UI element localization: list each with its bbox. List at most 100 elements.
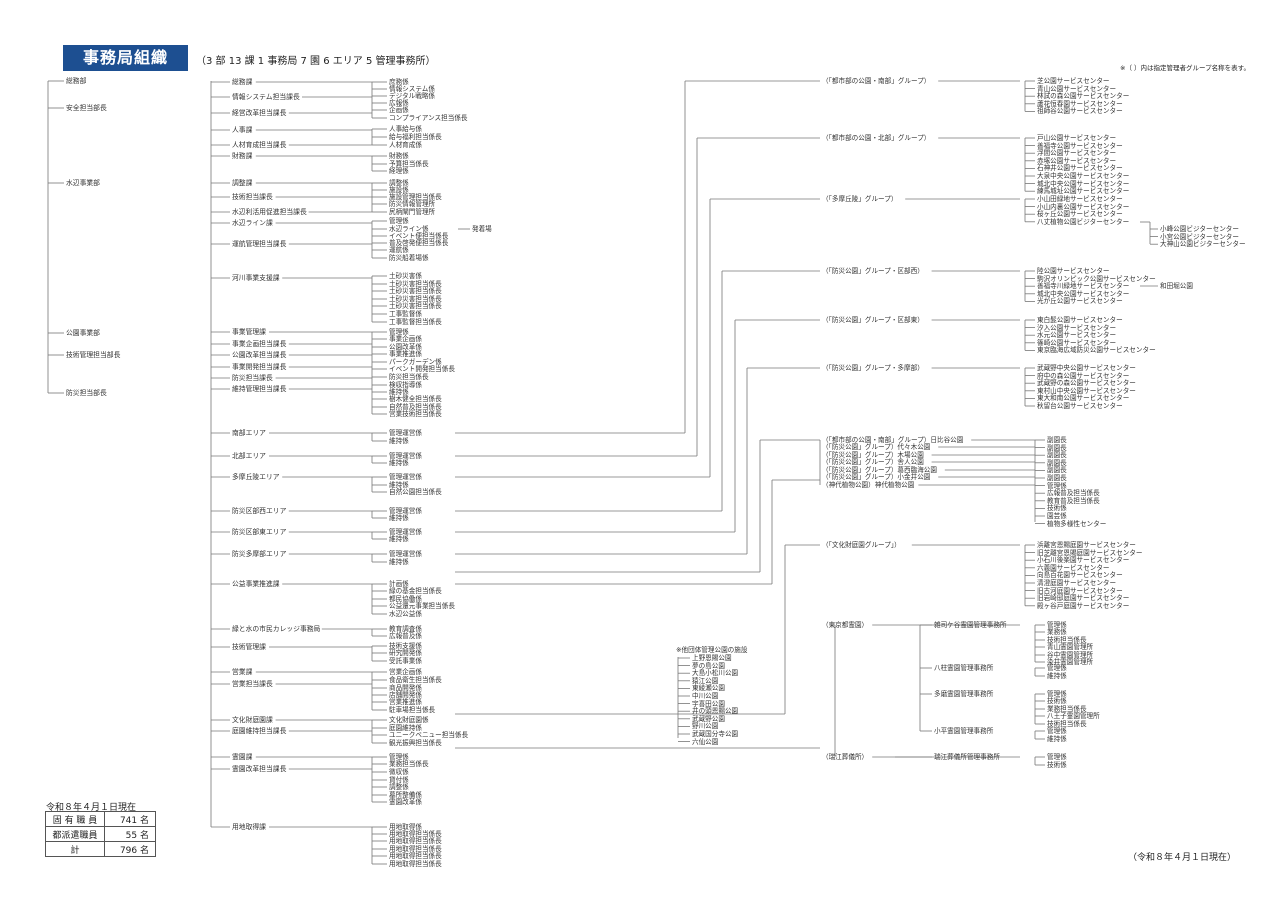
section-label: 防災担当係長 <box>389 373 429 381</box>
service-center-label: 浜離宮恩賜庭園サービスセンター <box>1037 541 1136 549</box>
service-center-label: 東大和南公園サービスセンター <box>1037 394 1130 403</box>
service-center-label: 東京臨海広域防災公園サービスセンター <box>1037 346 1156 355</box>
park-staff-label: 技術係 <box>1047 504 1067 513</box>
as-of-date: 令和８年４月１日現在 <box>46 803 137 813</box>
park-staff-label: 植物多様性センター <box>1047 519 1107 528</box>
service-center-label: 光が丘公園サービスセンター <box>1037 297 1123 306</box>
section-label: 用地取得担当係長 <box>389 830 442 838</box>
park-staff-label: 園芸係 <box>1047 512 1067 520</box>
section-label: 土砂災害担当係長 <box>389 302 442 310</box>
service-center-label: 祖師谷公園サービスセンター <box>1037 107 1123 116</box>
service-center-label: 八丈植物公園ビジターセンター <box>1037 217 1130 226</box>
other-park-label: 六仙公園 <box>692 737 719 746</box>
section-label: 用地取得担当係長 <box>389 845 442 853</box>
group-label: （「都市部の公園・南部」グループ） <box>822 77 931 85</box>
section-label: 維持係 <box>389 388 409 396</box>
service-center-label: 武蔵野中央公園サービスセンター <box>1037 364 1136 372</box>
section-label: 用地取得担当係長 <box>389 860 442 868</box>
section-label: 調整係 <box>389 179 409 187</box>
division-label: 霊園課 <box>232 753 253 761</box>
page-subtitle: （3 部 13 課 1 事務局 7 園 6 エリア 5 管理事務所） <box>196 56 436 67</box>
garden-label: （「防災公園」グループ）木場公園 <box>822 451 924 459</box>
service-center-label: 汐入公園サービスセンター <box>1037 323 1117 332</box>
other-park-label: 大島小松川公園 <box>692 669 739 678</box>
section-label: 維持係 <box>389 558 409 566</box>
department-label: 総務部 <box>66 77 87 85</box>
service-center-label: 林試の森公園サービスセンター <box>1037 92 1130 101</box>
staff-label: 固 有 職 員 <box>45 811 105 827</box>
legend-note: ※（ ）内は指定管理者グループ名称を表す。 <box>1120 64 1250 72</box>
division-label: 公園改革担当課長 <box>232 351 287 359</box>
section-label: 水辺ライン係 <box>389 225 429 233</box>
section-label: 営業技術担当係長 <box>389 410 442 418</box>
office-section-label: 八王子霊園管理所 <box>1047 712 1100 720</box>
section-label: コンプライアンス担当係長 <box>389 114 468 122</box>
wada-park-label: 和田堀公園 <box>1160 282 1193 290</box>
section-label: 広報普及係 <box>389 632 422 640</box>
office-section-label: 技術係 <box>1047 697 1067 705</box>
section-label: 企画係 <box>389 106 409 114</box>
office-section-label: 維持係 <box>1047 735 1067 743</box>
division-label: 水辺利活用促進担当課長 <box>232 208 307 216</box>
service-center-label: 桜ヶ丘公園サービスセンター <box>1037 210 1123 219</box>
park-staff-label: 広報普及担当係長 <box>1047 489 1100 498</box>
division-label: 経営改革担当課長 <box>232 109 287 117</box>
service-center-label: 向島百花園サービスセンター <box>1037 571 1123 580</box>
section-label: 管理運営係 <box>389 507 422 515</box>
page-title: 事務局組織 <box>63 45 188 71</box>
section-label: 維持係 <box>389 535 409 543</box>
office-label: 雑司ケ谷霊園管理事務所 <box>934 621 1007 629</box>
staff-value: 796 名 <box>104 841 156 857</box>
section-label: 広報係 <box>389 99 409 107</box>
service-center-label: 旧芝離宮恩賜庭園サービスセンター <box>1037 548 1143 557</box>
division-label: 営業課 <box>232 668 253 676</box>
other-park-label: 井の頭恩賜公園 <box>692 707 739 716</box>
division-label: 防災区部西エリア <box>232 507 287 515</box>
section-label: 樹木健全担当係長 <box>389 395 442 403</box>
section-label: 調整係 <box>389 783 409 791</box>
section-label: 運航係 <box>389 246 409 254</box>
other-park-label: 東綾瀬公園 <box>692 684 725 693</box>
section-label: パークガーデン係 <box>389 358 442 366</box>
service-center-label: 武蔵野の森公園サービスセンター <box>1037 379 1136 388</box>
section-label: 自然公園担当係長 <box>389 488 442 496</box>
section-label: 用地取得係 <box>389 823 422 831</box>
section-label: 公益還元事業担当係長 <box>389 602 455 610</box>
office-section-label: 管理係 <box>1047 664 1067 672</box>
section-label: 工事監督担当係長 <box>389 318 442 326</box>
section-label: 土砂災害担当係長 <box>389 287 442 295</box>
division-label: 公益事業推進課 <box>232 580 280 588</box>
group-label: （「防災公園」グループ・区部西） <box>822 267 924 275</box>
section-label: 水辺公益係 <box>389 610 422 618</box>
group-label: （「防災公園」グループ・多摩部） <box>822 364 924 372</box>
office-section-label: 管理係 <box>1047 621 1067 629</box>
group-label: （「文化財庭園グループ」） <box>822 541 901 549</box>
section-label: 管理係 <box>389 328 409 336</box>
division-label: 人材育成担当課長 <box>232 141 287 149</box>
division-label: 南部エリア <box>232 429 266 437</box>
staff-row: 都派遣職員 55 名 <box>45 826 156 842</box>
section-label: 用地取得担当係長 <box>389 852 442 860</box>
service-center-label: 青山公園サービスセンター <box>1037 84 1117 93</box>
section-label: 貸付係 <box>389 776 409 784</box>
service-center-label: 石神井公園サービスセンター <box>1037 164 1123 173</box>
service-center-label: 練馬城址公園サービスセンター <box>1037 187 1130 196</box>
group-label: （「都市部の公園・北部」グループ） <box>822 134 931 142</box>
department-label: 公園事業部 <box>66 329 100 337</box>
group-label: （「多摩丘陵」グループ） <box>822 195 898 203</box>
division-label: 多摩丘陵エリア <box>232 473 280 481</box>
park-staff-label: 副園長 <box>1047 451 1067 460</box>
service-center-label: 城北中央公園サービスセンター <box>1037 179 1130 188</box>
section-label: 観光振興担当係長 <box>389 739 442 747</box>
staff-row: 固 有 職 員 741 名 <box>45 811 156 827</box>
division-label: 運航管理担当課長 <box>232 240 287 248</box>
section-label: 食品衛生担当係長 <box>389 676 442 684</box>
division-label: 技術管理課 <box>232 643 266 651</box>
division-label: 情報システム担当課長 <box>232 93 300 101</box>
as-of-date-paren: （令和８年４月１日現在） <box>1128 853 1237 863</box>
department-label: 技術管理担当部長 <box>66 351 121 359</box>
division-label: 防災区部東エリア <box>232 528 287 536</box>
division-label: 人事課 <box>232 126 253 134</box>
service-center-label: 東村山中央公園サービスセンター <box>1037 386 1136 395</box>
